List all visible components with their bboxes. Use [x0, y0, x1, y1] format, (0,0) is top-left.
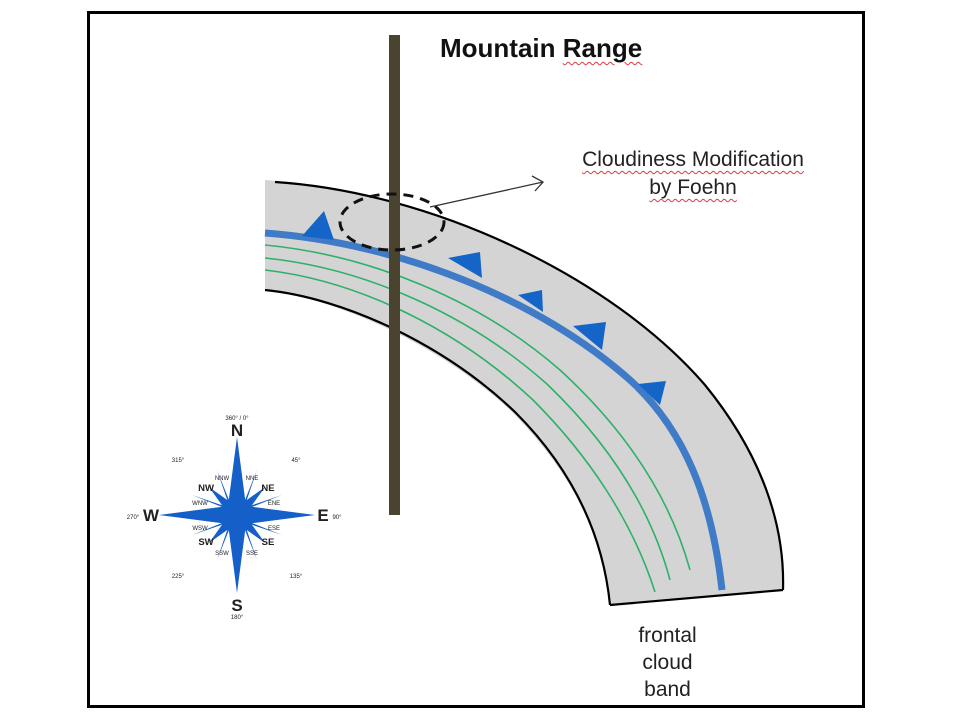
- compass-ene-label: ENE: [268, 501, 280, 507]
- compass-ese-label: ESE: [268, 526, 280, 532]
- compass-deg-sw: 225°: [172, 574, 185, 580]
- compass-deg-w: 270°: [127, 515, 140, 521]
- compass-wsw-label: WSW: [192, 526, 208, 532]
- front-triangle: [518, 290, 543, 312]
- compass-w-label: W: [143, 506, 160, 525]
- compass-deg-e: 90°: [332, 515, 342, 521]
- band-label-line-2: cloud: [642, 651, 693, 674]
- compass-nnw-label: NNW: [215, 476, 230, 482]
- compass-ne-label: NE: [261, 483, 274, 494]
- cloud-band-bottom-edge: [609, 588, 784, 607]
- isoline-3: [264, 269, 656, 593]
- callout-line-2: by Foehn: [649, 176, 737, 199]
- front-triangle: [573, 322, 606, 350]
- isoline-1: [264, 244, 691, 571]
- compass-s-label: S: [231, 596, 242, 615]
- frontal-cloud-band-label: frontal cloud band: [610, 622, 725, 703]
- compass-e-label: E: [317, 506, 328, 525]
- compass-cardinal-points: [159, 437, 315, 593]
- compass-nw-label: NW: [198, 483, 214, 494]
- compass-n-label: N: [231, 421, 243, 440]
- compass-wnw-label: WNW: [192, 501, 208, 507]
- mountain-range-bar: [389, 35, 400, 515]
- compass-nne-label: NNE: [246, 476, 259, 482]
- compass-deg-se: 135°: [290, 574, 303, 580]
- title-word-mountain: Mountain Range: [440, 33, 643, 63]
- isoline-2: [264, 257, 671, 581]
- title-word-range: Range: [562, 33, 643, 63]
- callout-line-1: Cloudiness Modification: [582, 148, 804, 171]
- callout-arrow-line: [429, 181, 544, 208]
- cloud-band-outer-edge: [274, 180, 785, 591]
- compass-sw-label: SW: [198, 537, 213, 548]
- band-label-line-1: frontal: [638, 624, 697, 647]
- foehn-callout: Cloudiness Modification by Foehn: [548, 146, 838, 202]
- compass-se-label: SE: [262, 537, 275, 548]
- front-triangle: [302, 211, 334, 240]
- front-triangle: [448, 252, 482, 278]
- compass-deg-s: 180°: [231, 615, 244, 621]
- compass-rose: N S E W NE NW SE SW NNE NNW ENE WNW ESE …: [127, 416, 342, 621]
- cloud-band-inner-edge: [264, 288, 612, 606]
- compass-deg-n: 360° / 0°: [225, 416, 249, 422]
- compass-sse-label: SSE: [246, 551, 258, 557]
- warm-front-line: [264, 229, 726, 591]
- compass-ssw-label: SSW: [215, 551, 229, 557]
- compass-deg-ne: 45°: [291, 458, 301, 464]
- foehn-region-ellipse: [338, 192, 446, 252]
- band-label-line-3: band: [644, 678, 691, 701]
- diagram-title: Mountain Range: [440, 33, 642, 64]
- front-triangle: [638, 381, 666, 405]
- compass-deg-nw: 315°: [172, 458, 185, 464]
- callout-arrow-head: [531, 175, 545, 192]
